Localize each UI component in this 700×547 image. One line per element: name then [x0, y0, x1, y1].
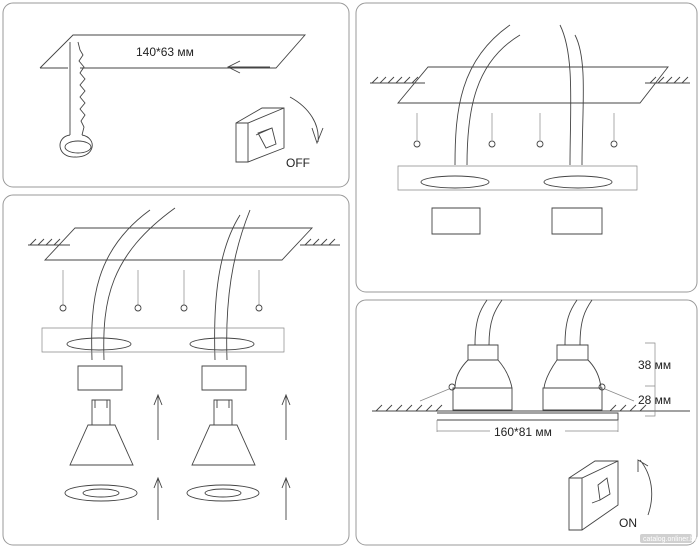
width-dimension-line [436, 420, 619, 432]
ceiling-hatch [370, 76, 690, 84]
lamp-socket-right [551, 207, 603, 235]
direction-arrow-icon [226, 60, 270, 74]
up-arrow-icon [153, 393, 291, 520]
ceiling-panel [397, 66, 669, 104]
saw-icon [59, 41, 93, 158]
rotate-down-arrow-icon [289, 96, 324, 145]
switch-on-icon [568, 460, 619, 531]
width-dimension-label: 160*81 мм [494, 425, 552, 439]
panel-cut-hole: 140*63 мм OFF [2, 2, 350, 188]
lamp-socket-left [431, 207, 481, 235]
panel-wiring-frame [355, 2, 698, 293]
trim-ring-left [64, 484, 138, 502]
panel-mounted-dimensions: 160*81 мм 38 мм 28 мм ON catalog.onliner… [355, 299, 698, 546]
ceiling-panel [43, 227, 314, 261]
ceiling-hatch [28, 238, 340, 246]
ceiling-hatch [372, 404, 690, 412]
gu10-lamp-right [191, 399, 256, 466]
rotate-up-arrow-icon [637, 459, 653, 516]
gu10-lamp-left [69, 399, 134, 466]
ceiling-cutout-outline [39, 34, 306, 69]
switch-on-label: ON [619, 516, 637, 530]
depth-top-label: 38 мм [638, 358, 671, 372]
switch-off-label: OFF [286, 156, 310, 170]
cutout-size-label: 140*63 мм [136, 45, 194, 59]
frame-outline [397, 165, 638, 191]
trim-ring-right [186, 484, 260, 502]
wire-left [454, 24, 521, 166]
lamp-body-right [542, 344, 603, 411]
wire-right [559, 24, 584, 166]
depth-dimension-line [645, 342, 656, 417]
switch-off-icon [235, 107, 285, 163]
watermark: catalog.onliner.by [643, 536, 698, 543]
lamp-body-left [452, 344, 513, 411]
panel-insert-lamps [2, 194, 350, 546]
depth-bottom-label: 28 мм [638, 393, 671, 407]
